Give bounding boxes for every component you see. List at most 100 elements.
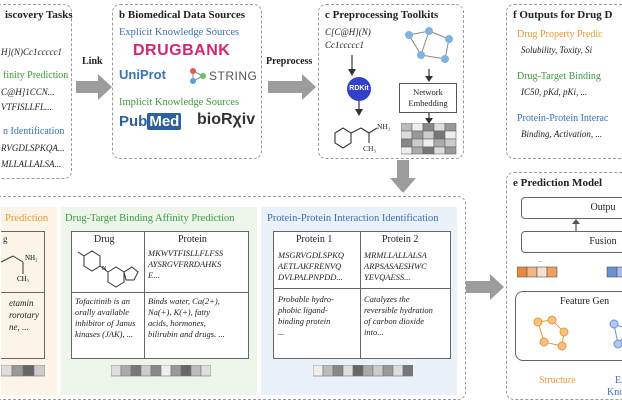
network-embedding-line2: Embedding [408, 98, 448, 108]
molecule-ch3-label: CH₃ [363, 144, 377, 153]
panel-a-affinity-title: finity Prediction [3, 70, 69, 81]
structure-graph-icon [533, 315, 569, 351]
output-block: Outpu [521, 197, 622, 219]
panel-a-identification-title: n Identification [3, 126, 65, 137]
ppi-section-title: Protein-Protein Interaction Identificati… [267, 213, 439, 224]
ppi-col-divider [360, 232, 361, 358]
link-label: Link [82, 56, 103, 67]
panel-c-smiles-line1: C[C@H](N) [325, 27, 371, 37]
link-arrow [76, 74, 112, 100]
feature-gen-block: Feature Gen [515, 291, 622, 361]
dti-table: Drug Protein N MKWVTFISLLFLFSS AYSRGVFRR… [71, 231, 249, 359]
panel-e-title: e Prediction Model [513, 177, 602, 189]
uniprot-logo: UniProt [119, 67, 166, 82]
frag-feature-bar [1, 365, 45, 377]
outputs-ppi-title: Protein-Protein Interac [517, 113, 609, 124]
protein-network-icon [405, 27, 453, 63]
ppi-feature-bar [313, 365, 413, 377]
frag-text1: etamin [9, 298, 34, 308]
string-logo-text: STRING [209, 69, 258, 83]
feature-vectors [517, 261, 622, 278]
embedding-down-arrow [425, 113, 433, 124]
feature-gen-label: Feature Gen [560, 296, 610, 307]
panel-f-title: f Outputs for Drug D [513, 9, 613, 21]
pubmed-logo-pub: Pub [119, 113, 148, 130]
fusion-block: Fusion [521, 231, 622, 253]
embedding-matrix [401, 123, 457, 155]
panel-a-seq4: MLLALLALSA... [1, 159, 62, 169]
external-knowledge-label-1: Ex [615, 375, 622, 386]
implicit-sources-title: Implicit Knowledge Sources [119, 97, 240, 108]
molecule-nh2-label: NH₂ [377, 122, 391, 131]
drugbank-logo-text: DRUGBANK [133, 42, 231, 59]
ppi-protein2-seq: MRMLLALLALSA ARPSASAESHWC YEVQAESS... [364, 250, 427, 282]
frag-text2: rorotary [9, 310, 39, 320]
ppi-table: Protein 1 Protein 2 MSGRVGDLSPKQ AETLAKF… [273, 231, 451, 359]
outputs-dti-items: IC50, pKd, pKi, ... [521, 87, 588, 97]
dti-protein-desc: Binds water, Ca(2+), Na(+), K(+), fatty … [148, 296, 225, 339]
network-down-arrow [425, 69, 433, 82]
panel-a-seq1: C@H]1CCN... [1, 87, 55, 97]
panel-a-seq3: RVGDLSPKQA... [1, 143, 65, 153]
rdkit-logo-text: RDKit [349, 85, 369, 92]
outputs-property-title: Drug Property Predic [517, 29, 603, 40]
panel-c-title: c Preprocessing Toolkits [325, 9, 439, 21]
network-embedding-line1: Network [413, 87, 443, 97]
property-pred-frag-bg [1, 207, 57, 395]
preprocess-label: Preprocess [266, 56, 313, 67]
smiles-down-arrow [348, 55, 356, 76]
dti-header-protein: Protein [178, 234, 207, 245]
preprocess-arrow [268, 74, 316, 100]
dti-col-divider [144, 232, 145, 358]
string-logo: STRING [209, 69, 257, 83]
biorxiv-logo-text: bioRχiv [197, 111, 256, 128]
dti-drug-desc: Tofacitinib is an orally available inhib… [75, 296, 136, 339]
ppi-protein1-desc: Probable hydro- phobic ligand- binding p… [278, 294, 334, 337]
svg-text:N: N [102, 266, 107, 272]
frag-divider [1, 292, 45, 293]
panel-e-prediction-model: e Prediction Model Outpu Fusion Feature … [506, 172, 622, 400]
rdkit-logo: RDKit [347, 77, 371, 101]
panel-a-smiles: H](N)Cc1ccccc1 [1, 47, 62, 57]
string-network-icon [190, 68, 206, 84]
dti-header-drug: Drug [94, 234, 115, 245]
ppi-header-protein1: Protein 1 [296, 234, 333, 245]
panel-a-discovery-tasks: iscovery Tasks H](N)Cc1ccccc1 finity Pre… [0, 4, 73, 179]
ppi-row-divider [274, 288, 450, 289]
dti-protein-seq: MKWVTFISLLFLFSS AYSRGVFRRDAHKS E... [148, 248, 224, 280]
property-pred-frag-title: Prediction [5, 213, 49, 224]
output-block-label: Outpu [590, 202, 616, 213]
explicit-sources-title: Explicit Knowledge Sources [119, 27, 240, 38]
pubmed-logo-med: Med [147, 113, 182, 130]
c-to-d-arrow [390, 160, 416, 193]
drugbank-logo: DRUGBANK [133, 42, 230, 60]
panel-a-title: iscovery Tasks [5, 9, 73, 21]
svg-text:CH₃: CH₃ [17, 275, 30, 282]
ppi-protein1-seq: MSGRVGDLSPKQ AETLAKFRENVQ DVLPALPNPDD... [278, 250, 344, 282]
panel-c-preprocessing: c Preprocessing Toolkits C[C@H](N) Cc1cc… [318, 4, 464, 159]
outputs-property-items: Solubility, Toxity, Si [521, 45, 593, 55]
dti-section-title: Drug-Target Binding Affinity Prediction [65, 213, 235, 224]
dti-feature-bar [111, 365, 211, 377]
panel-c-smiles-line2: Cc1ccccc1 [325, 40, 364, 50]
property-pred-frag-col: g [3, 234, 8, 244]
structure-label: Structure [539, 375, 576, 386]
uniprot-logo-text: UniProt [119, 67, 166, 82]
ppi-header-protein2: Protein 2 [382, 234, 419, 245]
knowledge-graph-icon [609, 319, 622, 349]
panel-f-outputs: f Outputs for Drug D Drug Property Predi… [506, 4, 622, 159]
outputs-dti-title: Drug-Target Binding [517, 71, 601, 82]
panel-b-title: b Biomedical Data Sources [119, 9, 245, 21]
svg-text:NH₂: NH₂ [25, 254, 38, 262]
d-to-e-arrow [466, 274, 504, 300]
ppi-protein2-desc: Catalyzes the reversible hydration of ca… [364, 294, 433, 337]
molecule-structure-icon [334, 127, 378, 149]
panel-b-data-sources: b Biomedical Data Sources Explicit Knowl… [112, 4, 262, 159]
property-pred-frag-table: g NH₂ CH₃ etamin rorotary ne, ... [1, 231, 45, 359]
property-pred-frag-molecule: NH₂ CH₃ [1, 254, 38, 282]
external-knowledge-label-2: Kno [607, 387, 622, 398]
panel-a-seq2: VTFISLLFL... [1, 102, 52, 112]
frag-text3: ne, ... [9, 322, 29, 332]
dti-row-divider [72, 292, 248, 293]
